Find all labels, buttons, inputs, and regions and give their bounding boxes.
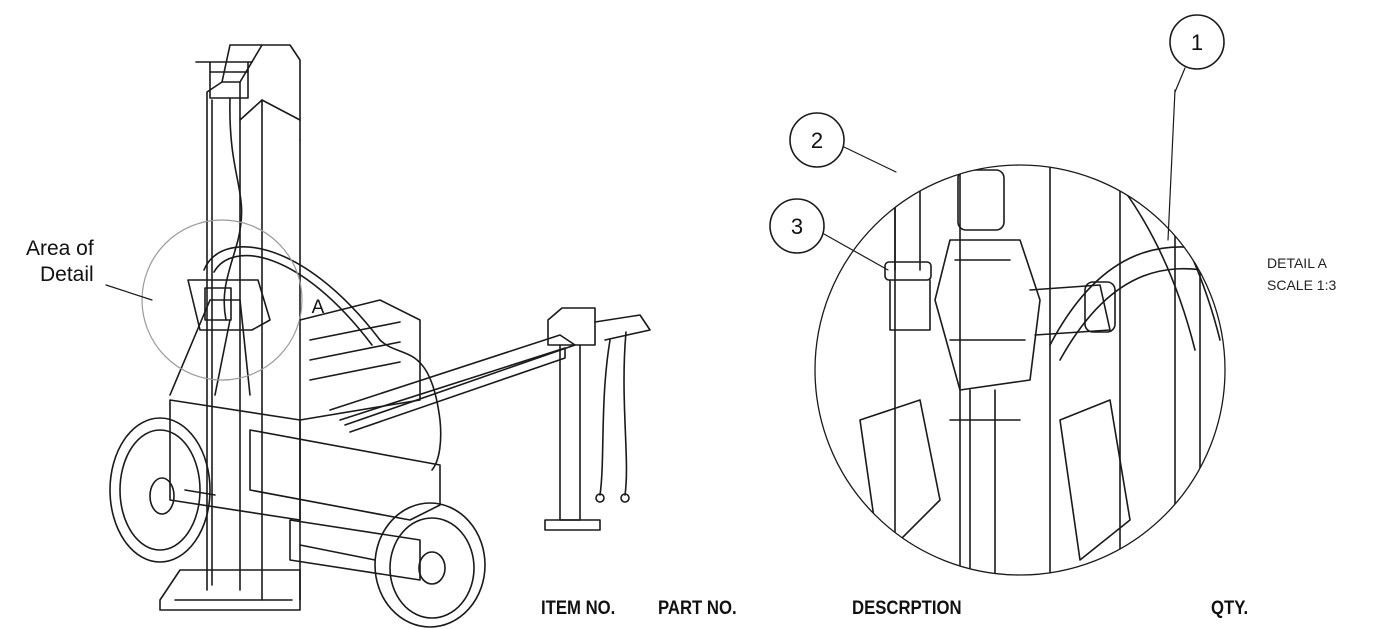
machine-assembly: [105, 44, 651, 628]
balloon-3: 3: [791, 214, 803, 239]
area-label-line2: Detail: [40, 263, 94, 286]
view-marker-a: A: [312, 297, 325, 318]
detail-caption-line1: DETAIL A: [1267, 255, 1327, 271]
area-of-detail-label: Area of Detail: [20, 236, 94, 288]
area-label-line1: Area of: [25, 237, 94, 260]
detail-caption-line2: SCALE 1:3: [1267, 277, 1337, 293]
balloon-2: 2: [811, 128, 823, 153]
header-item-no: ITEM NO.: [541, 598, 616, 619]
header-description: DESCRPTION: [852, 598, 962, 619]
balloon-1: 1: [1191, 30, 1203, 55]
detail-view: [769, 14, 1226, 576]
header-qty: QTY.: [1211, 598, 1249, 619]
header-part-no: PART NO.: [658, 598, 737, 619]
detail-caption: DETAIL A SCALE 1:3: [1267, 252, 1336, 296]
